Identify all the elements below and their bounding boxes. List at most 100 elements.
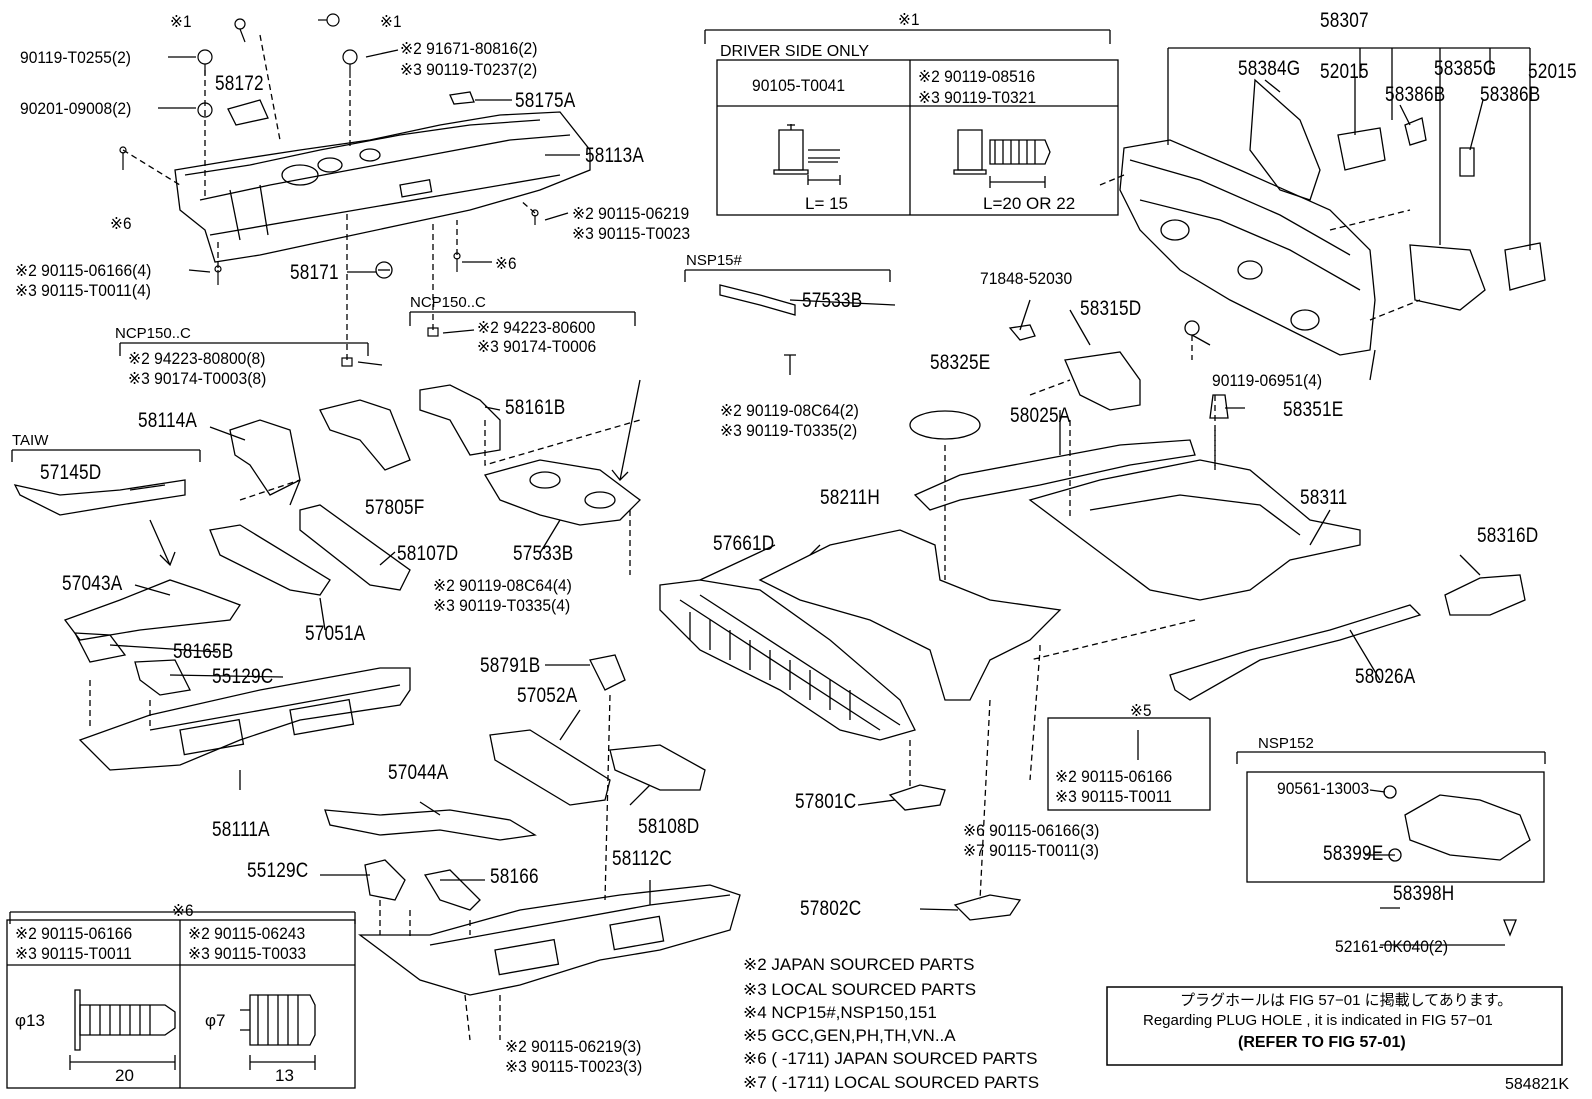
part-52015-b[interactable]: 52015: [1528, 60, 1577, 83]
bolt-table-col2-dim: L=20 OR 22: [983, 194, 1076, 213]
part-58386B-b[interactable]: 58386B: [1480, 83, 1541, 106]
group-taiw: TAIW: [12, 432, 49, 449]
part-58107D[interactable]: 58107D: [397, 542, 459, 565]
fastener-90119-T0335-2[interactable]: ※3 90119-T0335(2): [720, 421, 858, 440]
group-ncp150c-a: NCP150..C: [410, 294, 486, 311]
screw-table-right-a[interactable]: ※2 90115-06243: [188, 924, 306, 943]
fastener-90119-08C64-4[interactable]: ※2 90119-08C64(4): [433, 576, 572, 595]
part-57051A[interactable]: 57051A: [305, 622, 366, 645]
fastener-94223-80800[interactable]: ※2 94223-80800(8): [128, 349, 266, 368]
bolt-table-col1-code[interactable]: 90105-T0041: [752, 76, 846, 95]
fastener-94223-80600[interactable]: ※2 94223-80600: [477, 318, 596, 337]
part-58307[interactable]: 58307: [1320, 9, 1369, 32]
screw-table-left-a[interactable]: ※2 90115-06166: [15, 924, 133, 943]
bolt-icon-1: [773, 124, 841, 185]
part-58111A[interactable]: 58111A: [212, 818, 270, 841]
fastener-52161-0K040[interactable]: 52161-0K040(2): [1335, 937, 1449, 956]
screw-right-length: 13: [275, 1066, 294, 1085]
part-55129C-a[interactable]: 55129C: [212, 665, 274, 688]
group-nsp15: NSP15#: [686, 252, 742, 269]
part-57805F[interactable]: 57805F: [365, 496, 425, 519]
screw-table-lines: [6, 911, 356, 1089]
middle-dashed: [89, 379, 1216, 1041]
part-58025A[interactable]: 58025A: [1010, 404, 1071, 427]
part-57145D[interactable]: 57145D: [40, 461, 102, 484]
part-57043A[interactable]: 57043A: [62, 572, 123, 595]
screw-table-left-b[interactable]: ※3 90115-T0011: [15, 944, 132, 963]
bolt-table-lines: [704, 29, 1119, 216]
screw-table-right-b[interactable]: ※3 90115-T0033: [188, 944, 307, 963]
fastener-star6-90115-06166-3[interactable]: ※6 90115-06166(3): [963, 821, 1100, 840]
part-52015-a[interactable]: 52015: [1320, 60, 1369, 83]
plug-note-box: [1106, 986, 1563, 1066]
part-57533B-b[interactable]: 57533B: [513, 542, 574, 565]
part-58171[interactable]: 58171: [290, 261, 339, 284]
part-58172[interactable]: 58172: [215, 72, 264, 95]
part-58112C[interactable]: 58112C: [612, 847, 673, 870]
part-58108D[interactable]: 58108D: [638, 815, 700, 838]
fastener-star7-90115-T0011-3[interactable]: ※7 90115-T0011(3): [963, 841, 1099, 860]
legend-item-5: ※5 GCC,GEN,PH,TH,VN..A: [743, 1026, 956, 1045]
note-star6-a: ※6: [110, 214, 132, 233]
screw-left-diameter: φ13: [15, 1011, 45, 1030]
fastener-90119-T0237[interactable]: ※3 90119-T0237(2): [400, 60, 538, 79]
fastener-90119-08C64-2[interactable]: ※2 90119-08C64(2): [720, 401, 859, 420]
fastener-90119-06951[interactable]: 90119-06951(4): [1212, 371, 1323, 390]
fastener-90119-T0255[interactable]: 90119-T0255(2): [20, 48, 132, 67]
part-58398H[interactable]: 58398H: [1393, 882, 1455, 905]
fastener-90201-09008[interactable]: 90201-09008(2): [20, 99, 132, 118]
part-58385G[interactable]: 58385G: [1434, 57, 1497, 80]
part-58351E[interactable]: 58351E: [1283, 398, 1344, 421]
fastener-90115-06219-3[interactable]: ※2 90115-06219(3): [505, 1037, 642, 1056]
front-floor-pan-58113A-drawing: [174, 91, 591, 279]
fastener-90115-T0023-3[interactable]: ※3 90115-T0023(3): [505, 1057, 643, 1076]
part-58165B[interactable]: 58165B: [173, 640, 234, 663]
part-58315D[interactable]: 58315D: [1080, 297, 1142, 320]
part-57044A[interactable]: 57044A: [388, 761, 449, 784]
part-58325E[interactable]: 58325E: [930, 351, 991, 374]
legend-item-7: ※7 ( -1711) LOCAL SOURCED PARTS: [743, 1073, 1040, 1092]
part-57661D[interactable]: 57661D: [713, 532, 775, 555]
note-star5: ※5: [1130, 701, 1152, 720]
part-58113A[interactable]: 58113A: [585, 144, 645, 167]
plug-note-ref[interactable]: (REFER TO FIG 57-01): [1238, 1034, 1406, 1051]
part-58026A[interactable]: 58026A: [1355, 665, 1416, 688]
note-star1-a: ※1: [170, 12, 192, 31]
bolt-table-col2-code-a[interactable]: ※2 90119-08516: [918, 67, 1036, 86]
part-58399E[interactable]: 58399E: [1323, 842, 1384, 865]
fastener-90174-T0006[interactable]: ※3 90174-T0006: [477, 337, 597, 356]
part-58386B-a[interactable]: 58386B: [1385, 83, 1446, 106]
part-57802C[interactable]: 57802C: [800, 897, 862, 920]
fastener-90115-06166[interactable]: ※2 90115-06166: [1055, 767, 1173, 786]
part-57533B-a[interactable]: 57533B: [802, 289, 863, 312]
part-58166[interactable]: 58166: [490, 865, 539, 888]
screw-table-star6: ※6: [172, 901, 194, 920]
fastener-90115-06219[interactable]: ※2 90115-06219: [572, 204, 690, 223]
fastener-90174-T0003[interactable]: ※3 90174-T0003(8): [128, 369, 267, 388]
part-58175A[interactable]: 58175A: [515, 89, 576, 112]
part-58211H[interactable]: 58211H: [820, 486, 881, 509]
fastener-90119-T0335-4[interactable]: ※3 90119-T0335(4): [433, 596, 571, 615]
fastener-90115-T0023[interactable]: ※3 90115-T0023: [572, 224, 691, 243]
part-57801C[interactable]: 57801C: [795, 790, 857, 813]
part-58114A[interactable]: 58114A: [138, 409, 198, 432]
fastener-90115-T0011-4[interactable]: ※3 90115-T0011(4): [15, 281, 151, 300]
part-58311[interactable]: 58311: [1300, 486, 1348, 509]
bolt-table-col2-code-b[interactable]: ※3 90119-T0321: [918, 88, 1037, 107]
fastener-90115-T0011[interactable]: ※3 90115-T0011: [1055, 787, 1172, 806]
part-58316D[interactable]: 58316D: [1477, 524, 1539, 547]
legend-item-4: ※4 NCP15#,NSP150,151: [743, 1003, 937, 1022]
part-58791B[interactable]: 58791B: [480, 654, 541, 677]
part-58161B[interactable]: 58161B: [505, 396, 566, 419]
fastener-71848-52030[interactable]: 71848-52030: [980, 269, 1073, 288]
fastener-90561-13003[interactable]: 90561-13003: [1277, 779, 1370, 798]
legend-item-2: ※2 JAPAN SOURCED PARTS: [743, 955, 975, 974]
part-58384G[interactable]: 58384G: [1238, 57, 1301, 80]
fastener-90115-06166-4[interactable]: ※2 90115-06166(4): [15, 261, 152, 280]
part-55129C-b[interactable]: 55129C: [247, 859, 309, 882]
diagram-id: 584821K: [1505, 1076, 1570, 1093]
fastener-91671-80816[interactable]: ※2 91671-80816(2): [400, 39, 538, 58]
middle-leaders: [11, 269, 1546, 946]
part-57052A[interactable]: 57052A: [517, 684, 578, 707]
